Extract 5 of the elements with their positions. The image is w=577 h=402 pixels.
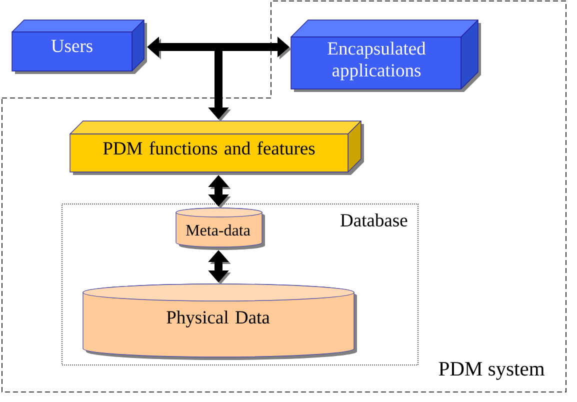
cuboid-box: PDM functions and features [70, 120, 364, 175]
database-cylinder: Meta-data [176, 208, 265, 250]
cuboid-box: Encapsulated applications [290, 20, 481, 92]
database-cylinder: Physical Data [82, 284, 357, 360]
cuboid-box: Users [12, 20, 147, 74]
